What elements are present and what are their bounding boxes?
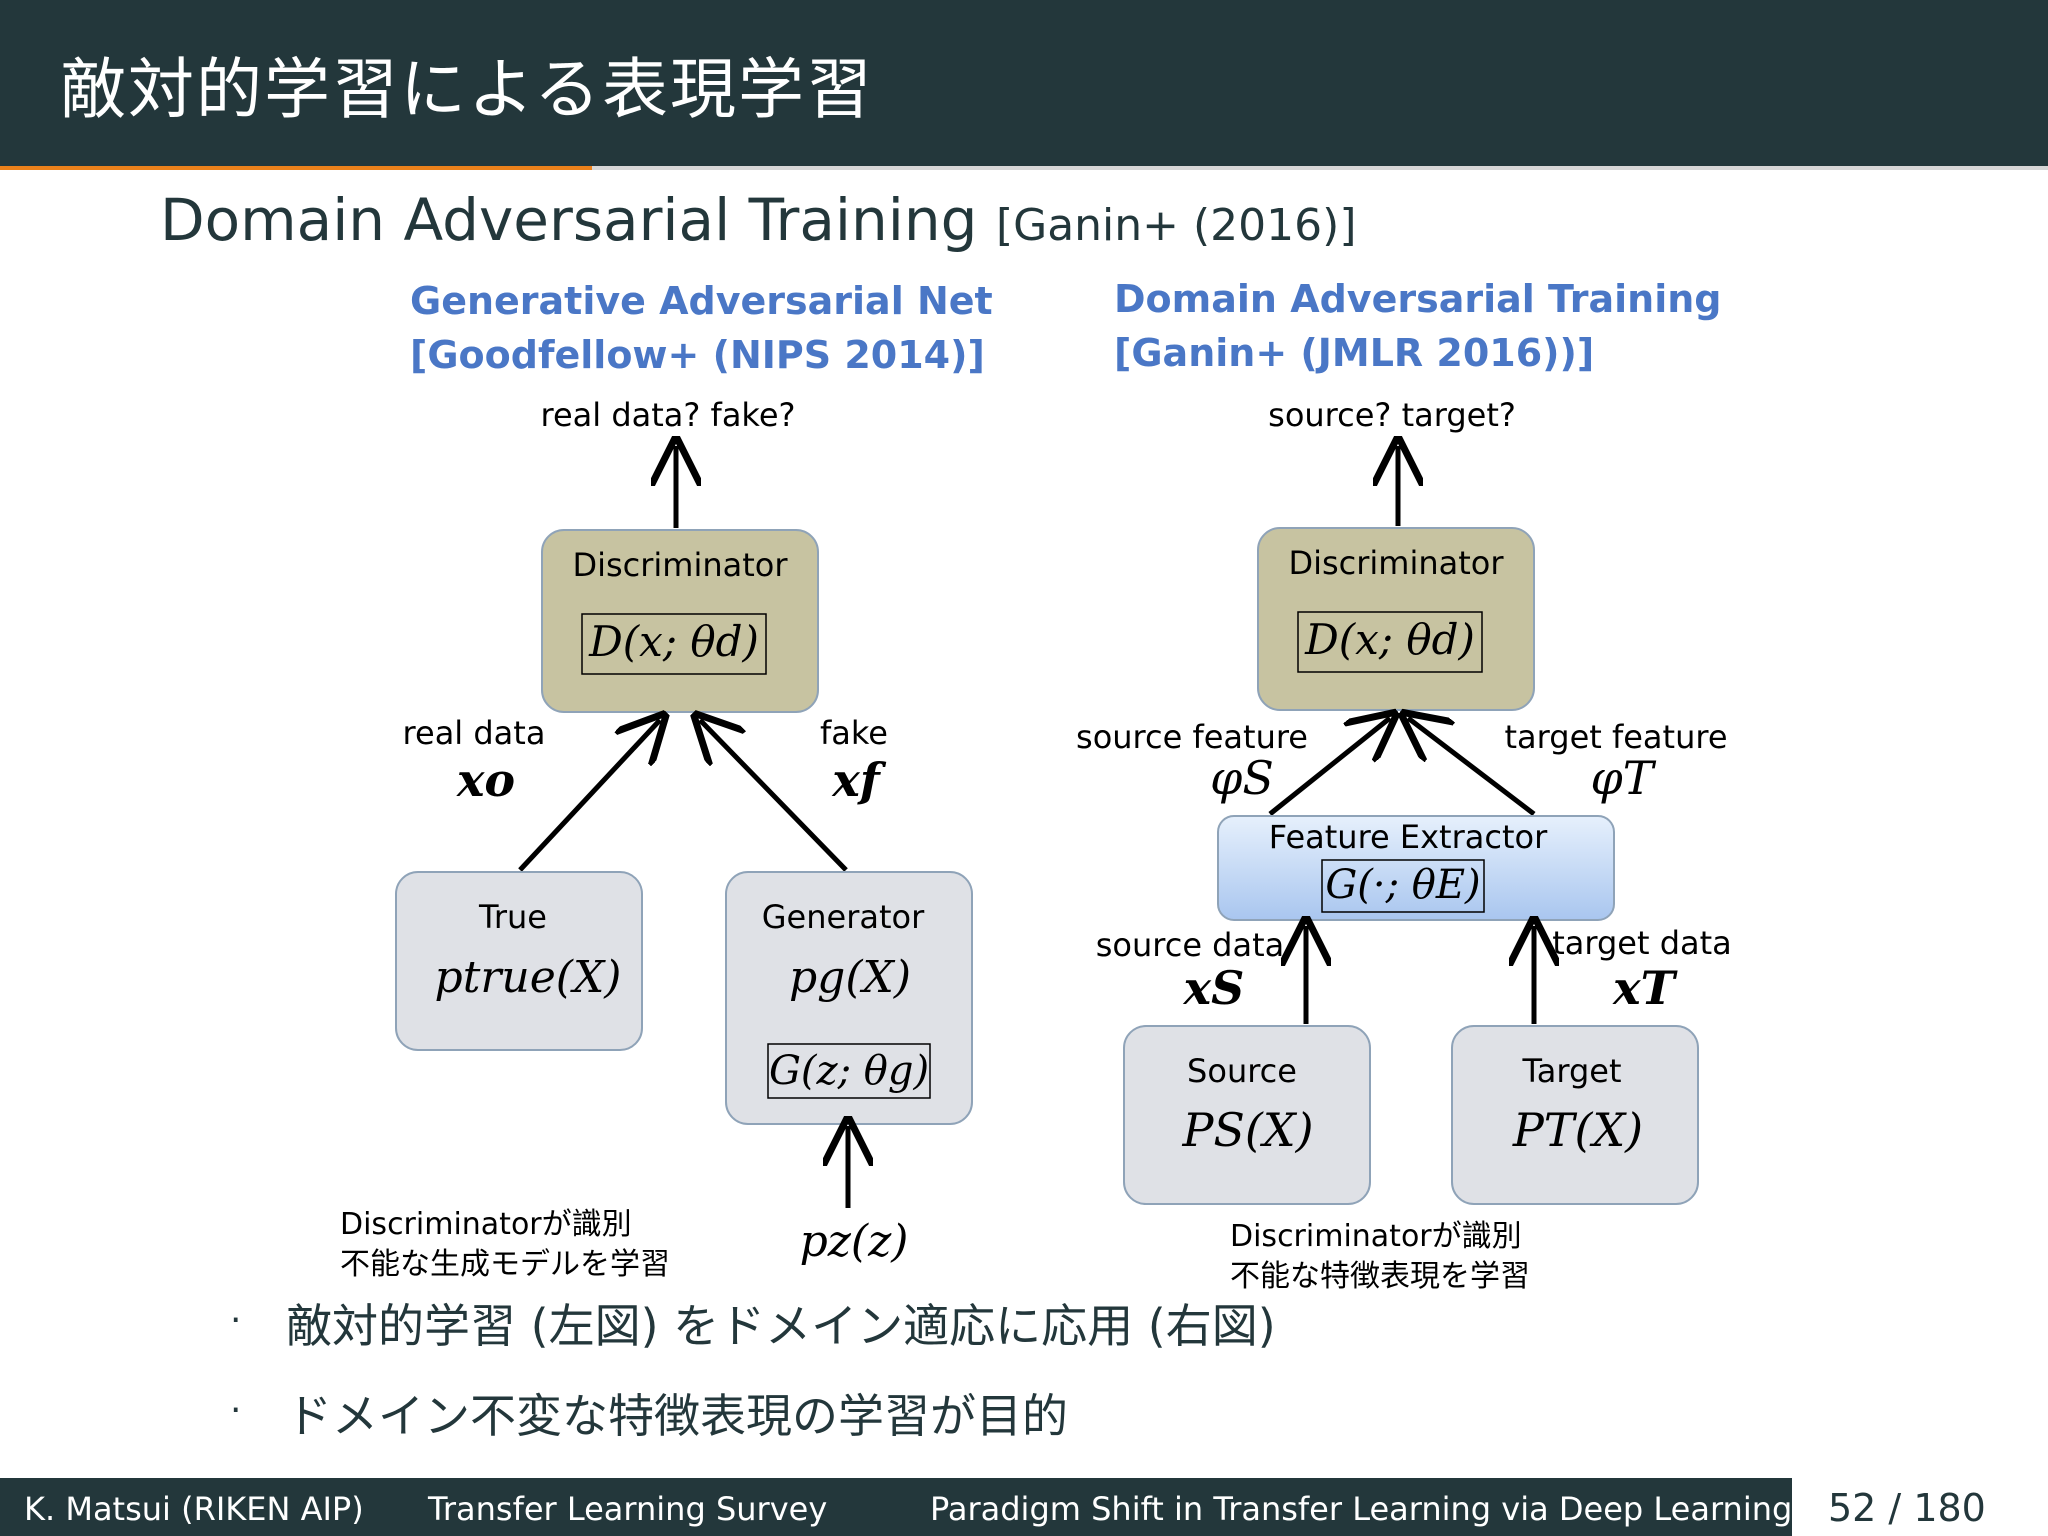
footer-bar: K. Matsui (RIKEN AIP) Transfer Learning …: [0, 1478, 2048, 1536]
gan-real-data-symbol: xo: [456, 753, 515, 807]
gan-discriminator-label: Discriminator: [572, 546, 788, 584]
dat-discriminator-formula-frame: [1297, 611, 1483, 673]
gan-discriminator-box: [541, 529, 819, 713]
gan-fake-label: fake: [820, 714, 888, 752]
title-divider: [592, 166, 2048, 170]
footer-page-box: [1792, 1478, 2048, 1536]
gan-true-label: True: [478, 898, 547, 936]
dat-discriminator-formula: D(x; θd): [1304, 615, 1475, 664]
title-bar: 敵対的学習による表現学習: [0, 0, 2048, 166]
dat-source-feature-symbol: φS: [1210, 751, 1274, 805]
slide-subtitle: Domain Adversarial Training [Ganin+ (201…: [160, 186, 1357, 254]
gan-generator-label: Generator: [762, 898, 925, 936]
dat-feature-extractor-box: [1217, 815, 1615, 921]
gan-heading-line2: [Goodfellow+ (NIPS 2014)]: [410, 333, 985, 377]
gan-fake-symbol: xf: [831, 753, 886, 807]
footer-author: K. Matsui (RIKEN AIP): [24, 1490, 364, 1528]
bullet-dot-icon: ·: [230, 1300, 242, 1341]
footer-short-title: Transfer Learning Survey: [428, 1490, 828, 1528]
gan-true-formula: ptrue(X): [435, 952, 622, 1003]
dat-caption-line2: 不能な特徴表現を学習: [1230, 1259, 1530, 1294]
gan-caption-line2: 不能な生成モデルを学習: [340, 1247, 670, 1282]
dat-feature-extractor-label: Feature Extractor: [1269, 818, 1548, 856]
gan-generator-formula: pg(X): [789, 952, 911, 1003]
gan-heading-line1: Generative Adversarial Net: [410, 279, 993, 323]
gan-caption-line1: Discriminatorが識別: [340, 1207, 632, 1242]
dat-source-data-label: source data: [1096, 926, 1285, 964]
dat-heading-line1: Domain Adversarial Training: [1114, 277, 1722, 321]
dat-source-data-symbol: xS: [1183, 961, 1245, 1015]
gan-true-box: [395, 871, 643, 1051]
dat-source-box: [1123, 1025, 1371, 1205]
dat-heading-line2: [Ganin+ (JMLR 2016))]: [1114, 331, 1594, 375]
dat-target-feature-symbol: φT: [1591, 751, 1657, 805]
dat-caption-line1: Discriminatorが識別: [1230, 1219, 1522, 1254]
dat-target-data-symbol: xT: [1612, 961, 1678, 1015]
dat-source-label: Source: [1187, 1052, 1297, 1090]
dat-target-feature-label: target feature: [1505, 718, 1728, 756]
gan-generator-param-frame: [767, 1043, 931, 1099]
dat-feature-extractor-formula: G(·; θE): [1325, 862, 1480, 908]
dat-target-data-label: target data: [1552, 924, 1732, 962]
title-progress-bar: [0, 166, 592, 170]
slide-title: 敵対的学習による表現学習: [60, 51, 875, 128]
dat-feature-extractor-formula-frame: [1321, 859, 1485, 913]
dat-target-label: Target: [1522, 1052, 1622, 1090]
bullet-text: ドメイン不変な特徴表現の学習が目的: [286, 1389, 1068, 1443]
gan-output-label: real data? fake?: [541, 396, 796, 434]
dat-discriminator-label: Discriminator: [1288, 544, 1504, 582]
dat-source-feature-arrow: [1268, 718, 1390, 816]
dat-source-feature-label: source feature: [1076, 718, 1308, 756]
footer-section: Paradigm Shift in Transfer Learning via …: [930, 1490, 1793, 1528]
dat-output-label: source? target?: [1268, 396, 1516, 434]
dat-source-formula: PS(X): [1181, 1103, 1313, 1157]
gan-fake-arrow: [700, 720, 848, 872]
bullet-text: 敵対的学習 (左図) をドメイン適応に応用 (右図): [286, 1299, 1276, 1353]
bullet-dot-icon: ·: [230, 1390, 242, 1431]
dat-target-box: [1451, 1025, 1699, 1205]
comparison-diagram: Generative Adversarial Net [Goodfellow+ …: [340, 277, 1732, 1294]
gan-real-data-label: real data: [403, 714, 546, 752]
subtitle-citation: [Ganin+ (2016)]: [995, 200, 1357, 251]
dat-target-formula: PT(X): [1512, 1103, 1643, 1157]
subtitle-text: Domain Adversarial Training: [160, 186, 978, 254]
page-number: 52 / 180: [1828, 1486, 1986, 1530]
gan-noise-formula: pz(z): [800, 1216, 909, 1267]
gan-discriminator-formula-frame: [581, 613, 767, 675]
gan-real-arrow: [518, 720, 660, 872]
gan-discriminator-formula: D(x; θd): [588, 617, 759, 666]
dat-target-feature-arrow: [1408, 718, 1536, 816]
gan-generator-param: G(z; θg): [769, 1048, 929, 1094]
